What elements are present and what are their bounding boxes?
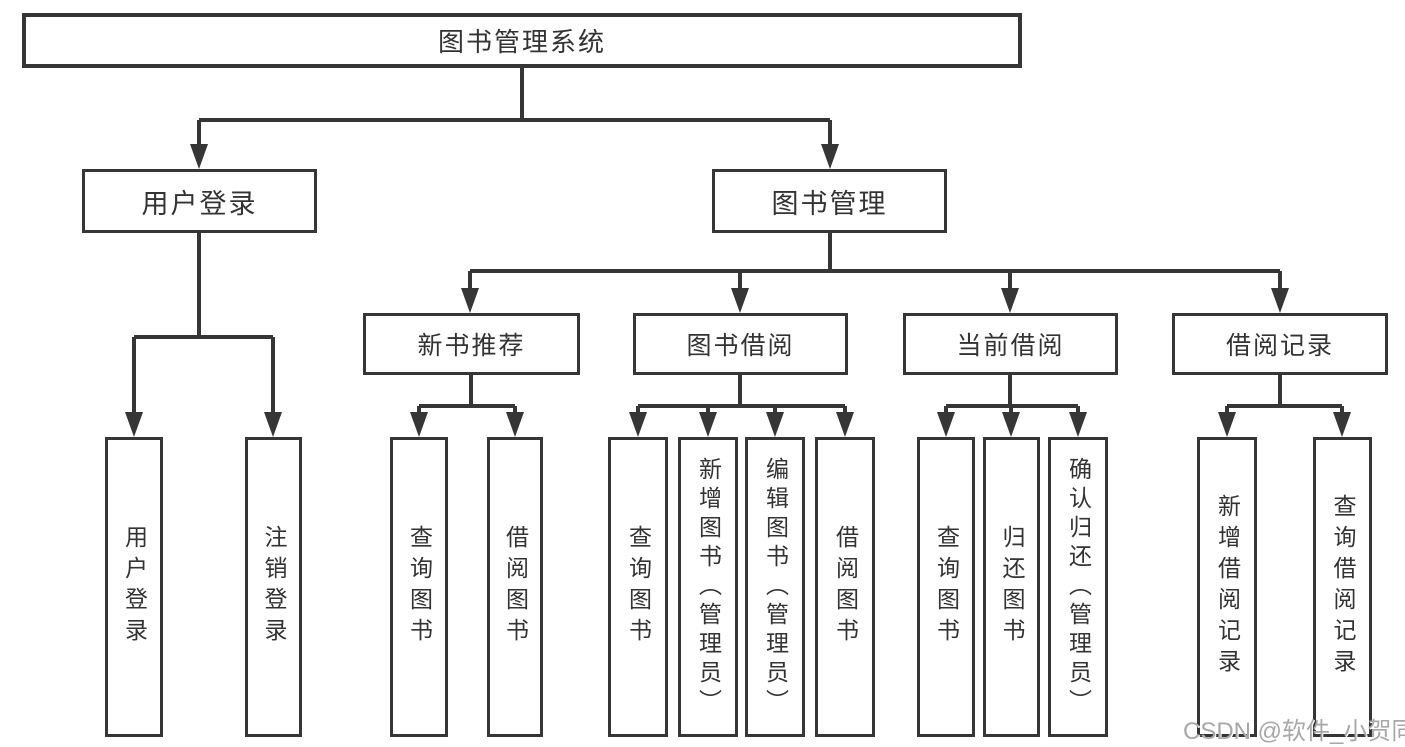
arrowheads-book-borrow-children (629, 412, 854, 437)
node-book-borrow-label: 图书借阅 (686, 332, 795, 360)
leaf-add-book: 新增图书（管理员） (678, 437, 738, 737)
leaf-borrow-book-2: 借阅图书 (815, 437, 875, 737)
leaf-query-record: 查询借阅记录 (1313, 437, 1372, 737)
connector-current-borrow-children (944, 375, 1080, 414)
leaf-confirm-return-label: 确认归还（管理员） (1065, 456, 1092, 718)
leaf-edit-book: 编辑图书（管理员） (745, 437, 805, 737)
node-new-book-rec-label: 新书推荐 (417, 332, 526, 360)
leaf-logout: 注销登录 (245, 437, 302, 737)
leaf-borrow-book-1: 借阅图书 (487, 437, 543, 737)
leaf-query-book-1: 查询图书 (390, 437, 448, 737)
leaf-query-book-3: 查询图书 (917, 437, 975, 737)
arrowheads-new-book-rec-children (410, 412, 524, 437)
node-root: 图书管理系统 (22, 13, 1022, 68)
leaf-user-login: 用户登录 (105, 437, 163, 737)
leaf-borrow-book-1-label: 借阅图书 (502, 525, 529, 649)
leaf-confirm-return: 确认归还（管理员） (1048, 437, 1108, 737)
connector-root-to-level2 (197, 68, 832, 146)
leaf-return-book-label: 归还图书 (999, 525, 1025, 649)
leaf-query-book-2-label: 查询图书 (625, 525, 652, 649)
node-current-borrow: 当前借阅 (903, 313, 1118, 375)
node-root-label: 图书管理系统 (437, 27, 606, 57)
leaf-user-login-label: 用户登录 (121, 525, 148, 649)
connector-book-mgmt-children (468, 233, 1282, 290)
leaf-edit-book-label: 编辑图书（管理员） (762, 456, 789, 718)
leaf-add-record-label: 新增借阅记录 (1214, 494, 1241, 680)
leaf-query-book-3-label: 查询图书 (933, 525, 960, 649)
arrowheads-user-login-children (125, 412, 282, 437)
leaf-query-book-2: 查询图书 (608, 437, 668, 737)
node-book-borrow: 图书借阅 (633, 313, 848, 375)
node-new-book-rec: 新书推荐 (363, 313, 580, 375)
connector-book-borrow-children (636, 375, 847, 414)
leaf-return-book: 归还图书 (983, 437, 1040, 737)
node-book-mgmt: 图书管理 (712, 169, 947, 233)
arrowheads-level2 (190, 144, 839, 169)
arrowheads-current-borrow-children (937, 412, 1087, 437)
node-borrow-records: 借阅记录 (1172, 313, 1388, 375)
leaf-query-record-label: 查询借阅记录 (1330, 494, 1356, 680)
leaf-add-record: 新增借阅记录 (1197, 437, 1257, 737)
node-book-mgmt-label: 图书管理 (771, 188, 888, 219)
node-borrow-records-label: 借阅记录 (1225, 332, 1334, 360)
connector-borrow-records-children (1225, 375, 1344, 414)
leaf-add-book-label: 新增图书（管理员） (695, 456, 722, 718)
csdn-watermark: CSDN @软件_小贺同学 (1183, 718, 1405, 745)
connector-user-login-children (132, 233, 275, 414)
leaf-logout-label: 注销登录 (261, 525, 287, 649)
connector-new-book-rec-children (417, 375, 517, 414)
leaf-borrow-book-2-label: 借阅图书 (832, 525, 859, 649)
node-user-login-label: 用户登录 (141, 188, 258, 219)
leaf-query-book-1-label: 查询图书 (406, 525, 433, 649)
node-current-borrow-label: 当前借阅 (956, 332, 1065, 360)
node-user-login: 用户登录 (82, 169, 317, 233)
arrowheads-level3 (461, 288, 1289, 313)
arrowheads-borrow-records-children (1218, 412, 1351, 437)
